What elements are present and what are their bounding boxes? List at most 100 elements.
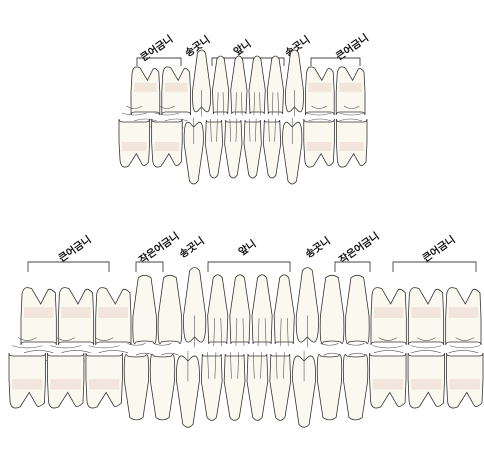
permanent-lower-tooth-incisor-10: [270, 352, 291, 420]
primary-upper-tooth-molar-9: [305, 67, 334, 128]
tooth-outline: [274, 275, 294, 344]
primary-upper-arch: [131, 50, 365, 128]
permanent-lower-tooth-premolar-12: [317, 343, 341, 420]
tooth-outline: [270, 354, 291, 420]
crown-shade: [373, 379, 403, 389]
permanent-upper-arch: [21, 268, 481, 362]
permanent-labels: 큰어금니 작은어금니 송곳니 앞니 송곳니 작은어금니 큰어금니: [28, 229, 476, 272]
permanent-lower-tooth-molar-15: [408, 338, 444, 408]
permanent-upper-tooth-premolar-13: [346, 275, 370, 355]
primary-upper-tooth-incisor-4: [212, 56, 228, 115]
tooth-outline: [267, 56, 283, 114]
primary-upper-tooth-molar-10: [336, 67, 365, 128]
tooth-outline: [124, 355, 148, 420]
primary-lower-tooth-canine-8: [283, 118, 302, 184]
permanent-bracket-premolar-left: [136, 262, 163, 272]
permanent-label-premolar-left: 작은어금니: [136, 229, 181, 266]
permanent-lower-tooth-premolar-13: [343, 343, 367, 420]
tooth-outline: [212, 56, 228, 114]
permanent-lower-tooth-molar-16: [447, 338, 483, 408]
tooth-detail: [136, 353, 153, 355]
tooth-detail: [349, 353, 366, 355]
permanent-upper-tooth-canine-11: [296, 268, 318, 348]
crown-shade: [411, 307, 440, 318]
primary-lower-tooth-molar-1: [119, 106, 150, 167]
primary-lower-tooth-incisor-5: [225, 119, 242, 178]
primary-lower-tooth-molar-2: [152, 106, 183, 167]
tooth-outline: [133, 275, 157, 343]
crown-shade: [307, 142, 332, 151]
primary-upper-tooth-incisor-6: [249, 56, 265, 115]
tooth-outline: [244, 120, 261, 178]
primary-upper-tooth-molar-1: [131, 67, 160, 128]
permanent-lower-tooth-incisor-8: [224, 352, 245, 420]
tooth-outline: [208, 275, 228, 344]
tooth-detail: [320, 343, 338, 345]
crown-shade: [411, 379, 441, 389]
tooth-outline: [205, 120, 222, 178]
primary-lower-tooth-canine-3: [184, 118, 203, 184]
permanent-upper-tooth-premolar-4: [133, 275, 157, 355]
crown-shade: [61, 307, 90, 318]
tooth-detail: [127, 343, 145, 345]
permanent-label-molar-left: 큰어금니: [56, 233, 94, 265]
tooth-outline: [158, 275, 182, 343]
primary-lower-tooth-incisor-6: [244, 119, 261, 178]
tooth-outline: [263, 120, 280, 178]
tooth-detail: [161, 353, 178, 355]
permanent-label-premolar-right: 작은어금니: [336, 229, 381, 266]
primary-lower-tooth-molar-10: [336, 106, 367, 167]
crown-shade: [450, 379, 480, 389]
crown-shade: [374, 307, 403, 318]
tooth-detail: [347, 343, 365, 345]
permanent-bracket-molar-left: [28, 262, 109, 272]
tooth-outline: [249, 56, 265, 114]
primary-lower-tooth-molar-9: [304, 106, 335, 167]
permanent-lower-tooth-incisor-7: [201, 352, 222, 420]
crown-shade: [155, 142, 180, 151]
tooth-outline: [201, 354, 222, 420]
crown-shade: [449, 307, 478, 318]
crown-shade: [24, 307, 53, 318]
permanent-bracket-molar-right: [393, 262, 476, 272]
tooth-outline: [252, 275, 272, 344]
permanent-upper-tooth-molar-16: [446, 288, 481, 362]
crown-shade: [89, 379, 119, 389]
tooth-outline: [225, 120, 242, 178]
permanent-lower-tooth-incisor-9: [247, 352, 268, 420]
primary-upper-tooth-incisor-5: [231, 56, 247, 115]
permanent-upper-tooth-incisor-9: [252, 275, 272, 346]
permanent-upper-tooth-molar-1: [21, 288, 56, 362]
permanent-lower-tooth-molar-3: [86, 338, 122, 408]
tooth-detail: [323, 353, 340, 355]
crown-shade: [12, 379, 42, 389]
primary-upper-tooth-canine-3: [192, 50, 210, 116]
crown-shade: [339, 142, 364, 151]
primary-lower-tooth-incisor-7: [263, 119, 280, 178]
crown-shade: [99, 307, 128, 318]
tooth-outline: [317, 355, 341, 420]
permanent-lower-tooth-molar-2: [47, 338, 83, 408]
permanent-upper-tooth-molar-2: [58, 288, 93, 362]
permanent-upper-tooth-premolar-12: [320, 275, 344, 355]
primary-lower-tooth-incisor-4: [205, 119, 222, 178]
tooth-outline: [150, 355, 174, 420]
primary-upper-tooth-incisor-7: [267, 56, 283, 115]
permanent-upper-tooth-premolar-5: [158, 275, 182, 355]
permanent-lower-arch: [9, 338, 483, 428]
permanent-label-canine-right: 송곳니: [303, 234, 333, 260]
crown-shade: [134, 83, 157, 92]
permanent-upper-tooth-canine-6: [184, 268, 206, 348]
permanent-lower-tooth-canine-11: [293, 351, 316, 427]
permanent-lower-tooth-molar-14: [370, 338, 406, 408]
tooth-outline: [231, 56, 247, 114]
primary-label-incisor: 앞니: [231, 37, 254, 58]
permanent-label-incisor: 앞니: [236, 237, 259, 258]
permanent-upper-tooth-incisor-7: [208, 275, 228, 346]
permanent-lower-tooth-canine-6: [176, 351, 199, 427]
permanent-upper-tooth-incisor-8: [230, 275, 250, 346]
tooth-outline: [247, 354, 268, 420]
crown-shade: [165, 83, 188, 92]
tooth-outline: [224, 354, 245, 420]
primary-upper-tooth-molar-2: [162, 67, 191, 128]
